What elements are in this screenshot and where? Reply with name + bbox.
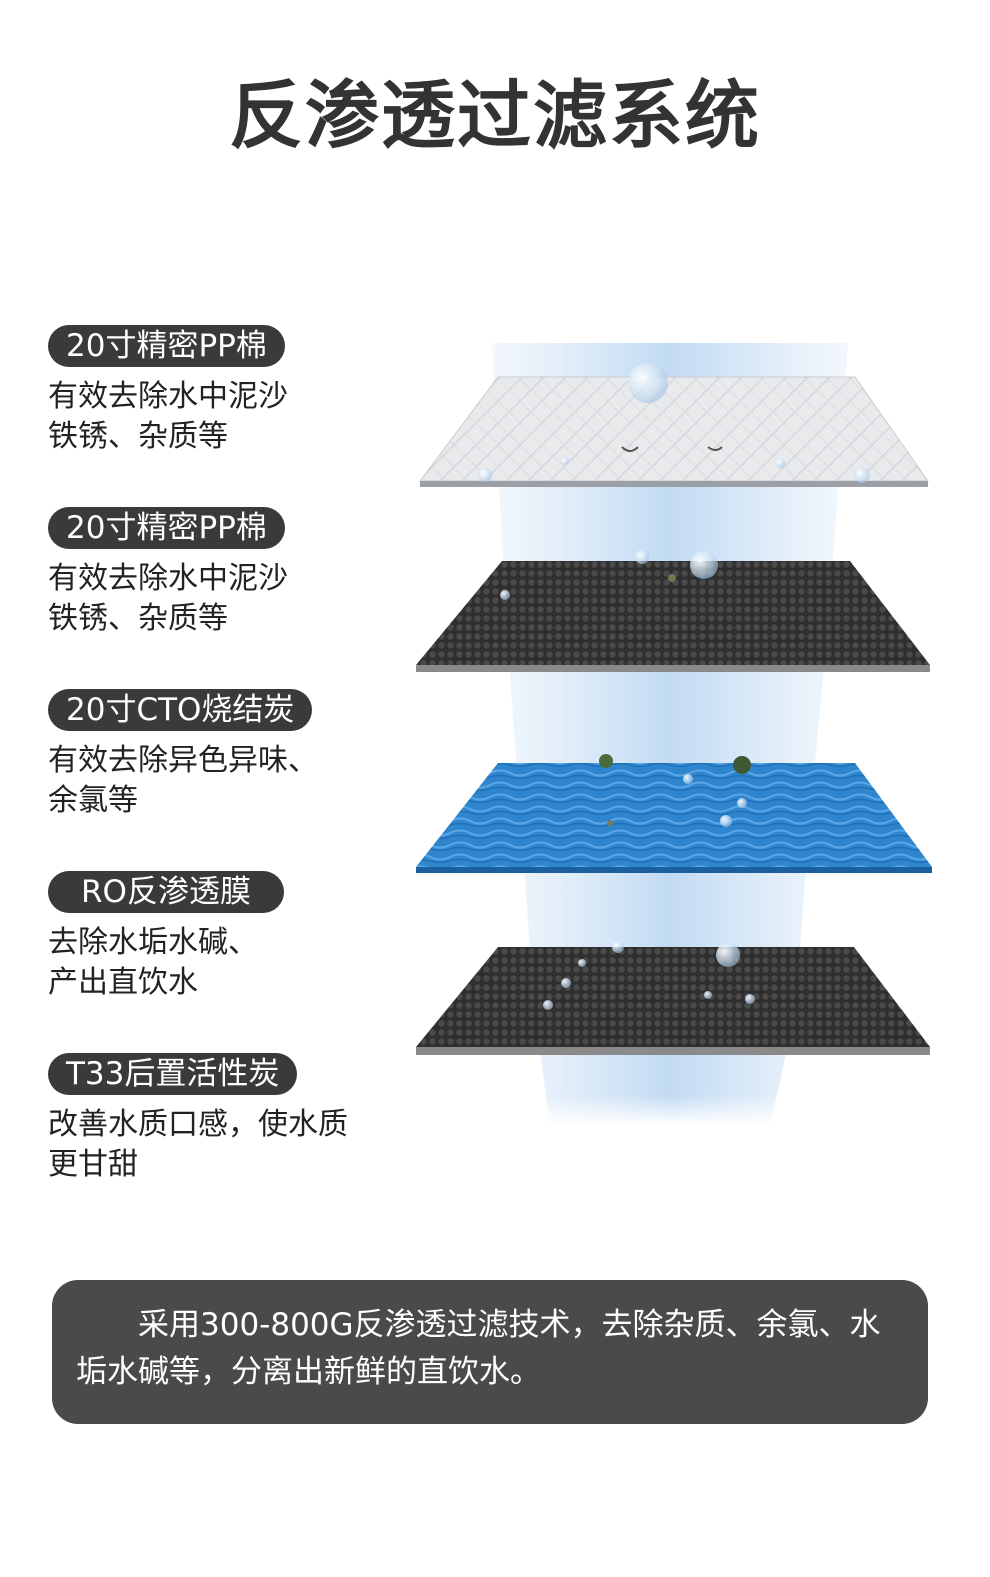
stage-2: 20寸精密PP棉 有效去除水中泥沙 铁锈、杂质等 <box>48 507 378 639</box>
stage-description: 去除水垢水碱、 产出直饮水 <box>48 923 378 1003</box>
stage-description: 有效去除异色异味、 余氯等 <box>48 741 378 821</box>
stage-description-line: 有效去除水中泥沙 <box>48 379 288 414</box>
stage-5: T33后置活性炭 改善水质口感，使水质 更甘甜 <box>48 1053 378 1185</box>
stage-description: 有效去除水中泥沙 铁锈、杂质等 <box>48 559 378 639</box>
stage-description-line: 有效去除水中泥沙 <box>48 561 288 596</box>
cto-carbon-layer <box>416 754 932 873</box>
stage-description-line: 铁锈、杂质等 <box>48 419 228 454</box>
stage-3: 20寸CTO烧结炭 有效去除异色异味、 余氯等 <box>48 689 378 821</box>
stage-description: 有效去除水中泥沙 铁锈、杂质等 <box>48 377 378 457</box>
summary-box: 采用300-800G反渗透过滤技术，去除杂质、余氯、水垢水碱等，分离出新鲜的直饮… <box>52 1280 928 1424</box>
stage-description-line: 铁锈、杂质等 <box>48 601 228 636</box>
summary-text: 采用300-800G反渗透过滤技术，去除杂质、余氯、水垢水碱等，分离出新鲜的直饮… <box>76 1307 881 1390</box>
stage-description-line: 去除水垢水碱、 <box>48 925 258 960</box>
stage-label: 20寸精密PP棉 <box>48 325 285 367</box>
ro-membrane-layer <box>416 941 930 1055</box>
pp-cotton-layer-2 <box>416 550 930 672</box>
stage-description: 改善水质口感，使水质 更甘甜 <box>48 1105 378 1185</box>
water-beam <box>492 343 848 1125</box>
stage-1: 20寸精密PP棉 有效去除水中泥沙 铁锈、杂质等 <box>48 325 378 457</box>
stage-description-line: 产出直饮水 <box>48 965 198 1000</box>
pp-cotton-layer-1 <box>419 363 929 487</box>
stage-label: RO反渗透膜 <box>48 871 284 913</box>
stage-label: 20寸精密PP棉 <box>48 507 285 549</box>
filter-layers-illustration <box>416 343 932 1125</box>
stage-description-line: 改善水质口感，使水质 <box>48 1107 348 1142</box>
stage-description-line: 有效去除异色异味、 <box>48 743 318 778</box>
stage-label: T33后置活性炭 <box>48 1053 298 1095</box>
stage-4: RO反渗透膜 去除水垢水碱、 产出直饮水 <box>48 871 378 1003</box>
stage-label: 20寸CTO烧结炭 <box>48 689 313 731</box>
page-title: 反渗透过滤系统 <box>229 73 761 159</box>
stage-description-line: 余氯等 <box>48 783 138 818</box>
stage-description-line: 更甘甜 <box>48 1147 138 1182</box>
